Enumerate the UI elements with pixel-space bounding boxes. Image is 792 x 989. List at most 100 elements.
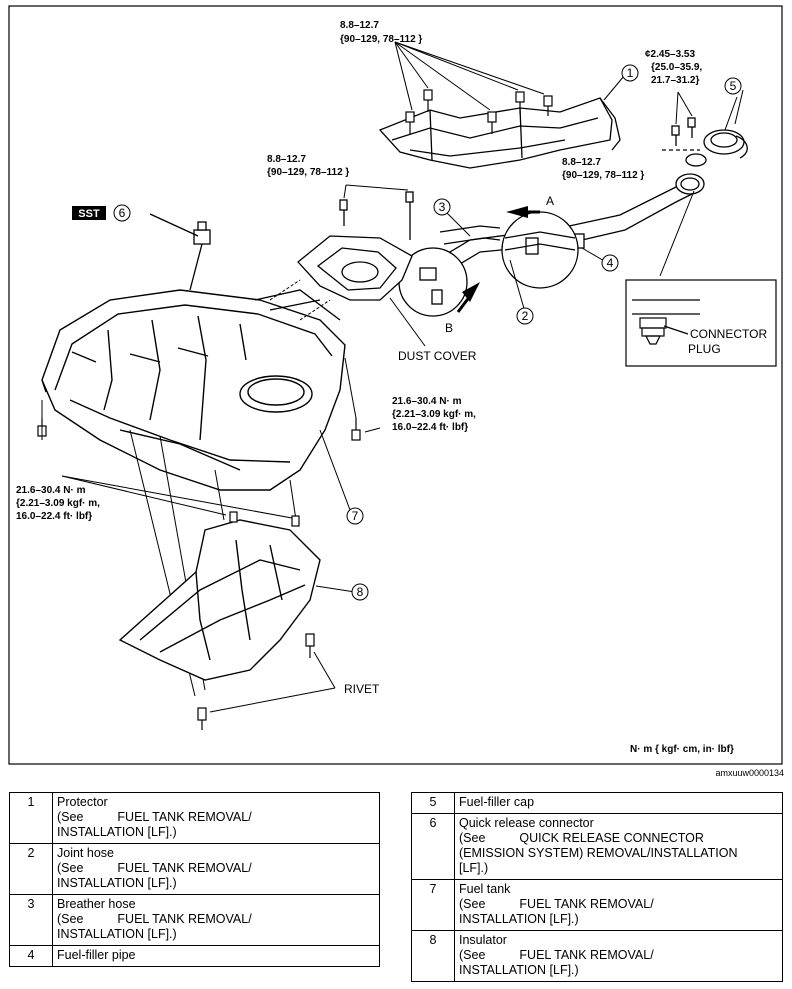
- arrow-a-label: A: [546, 194, 554, 208]
- connector-plug-line2: PLUG: [688, 342, 721, 356]
- part-name: Protector: [57, 795, 108, 809]
- torque-pipe-line1: 8.8–12.7: [562, 157, 601, 168]
- part-ref: (See QUICK RELEASE CONNECTOR: [459, 831, 778, 846]
- torque-dustcover-line1: 8.8–12.7: [267, 154, 306, 165]
- filler-cap-drawing: [662, 117, 748, 167]
- fuel-tank-drawing: [41, 289, 346, 491]
- callout-6: 6: [119, 206, 126, 220]
- units-legend: N· m { kgf· cm, in· lbf}: [630, 744, 734, 755]
- torque-pipe-line2: {90–129, 78–112 }: [562, 170, 644, 181]
- insulator-drawing: [118, 519, 321, 681]
- torque-protector-line2: {90–129, 78–112 }: [340, 34, 422, 45]
- connector-plug-line1: CONNECTOR: [690, 327, 767, 341]
- part-ref-link[interactable]: FUEL TANK REMOVAL/: [519, 948, 654, 962]
- part-ref: (See FUEL TANK REMOVAL/: [57, 861, 375, 876]
- callout-3: 3: [439, 200, 446, 214]
- part-ref-see: (See: [57, 861, 84, 875]
- part-number: 3: [9, 894, 53, 946]
- part-name: Insulator: [459, 933, 507, 947]
- part-number: 4: [9, 945, 53, 967]
- part-cell: Fuel-filler cap: [454, 792, 783, 814]
- arrow-b-label: B: [445, 321, 453, 335]
- part-ref-see: (See: [459, 897, 486, 911]
- callout-4: 4: [607, 256, 614, 270]
- torque-tank-left-line2: {2.21–3.09 kgf· m,: [16, 498, 100, 509]
- part-number: 2: [9, 843, 53, 895]
- part-cell: Breather hose (See FUEL TANK REMOVAL/ INS…: [52, 894, 380, 946]
- sst-label: SST: [78, 208, 100, 220]
- part-number: 1: [9, 792, 53, 844]
- torque-tank-left-line3: 16.0–22.4 ft· lbf}: [16, 511, 92, 522]
- protector-drawing: [378, 97, 621, 169]
- part-ref-see: (See: [459, 831, 486, 845]
- torque-cap-line2: {25.0–35.9,: [651, 62, 702, 73]
- part-ref-link[interactable]: FUEL TANK REMOVAL/: [519, 897, 654, 911]
- dust-cover-label: DUST COVER: [398, 349, 477, 363]
- table-row: 3 Breather hose (See FUEL TANK REMOVAL/ I…: [9, 894, 380, 946]
- rivet-label: RIVET: [344, 682, 380, 696]
- part-name: Quick release connector: [459, 816, 594, 830]
- part-number: 6: [411, 813, 455, 880]
- insulator-fasteners: [197, 511, 315, 730]
- part-ref-link[interactable]: FUEL TANK REMOVAL/: [117, 861, 252, 875]
- dust-cover-drawing: [297, 191, 414, 301]
- part-number: 5: [411, 792, 455, 814]
- protector-bolts: [405, 89, 553, 134]
- part-ref-line2: INSTALLATION [LF].): [57, 927, 177, 941]
- connector-inset: [625, 279, 777, 367]
- sst-tag: [72, 206, 106, 220]
- part-name: Breather hose: [57, 897, 136, 911]
- callout-1: 1: [627, 66, 634, 80]
- torque-tank-right-line1: 21.6–30.4 N· m: [392, 396, 462, 407]
- part-name: Joint hose: [57, 846, 114, 860]
- part-cell: Fuel-filler pipe: [52, 945, 380, 967]
- torque-protector-line1: 8.8–12.7: [340, 20, 379, 31]
- part-ref-line2: (EMISSION SYSTEM) REMOVAL/INSTALLATION: [459, 846, 738, 860]
- torque-cap-line3: 21.7–31.2}: [651, 75, 699, 86]
- table-row: 2 Joint hose (See FUEL TANK REMOVAL/ INST…: [9, 843, 380, 895]
- filler-pipe-drawing: [419, 173, 705, 283]
- parts-table-right: 5 Fuel-filler cap 6 Quick release connec…: [411, 792, 783, 982]
- part-ref-line3: [LF].): [459, 861, 489, 875]
- torque-dustcover-line2: {90–129, 78–112 }: [267, 167, 349, 178]
- quick-connector-drawing: [149, 213, 211, 291]
- torque-cap-line1: ¢2.45–3.53: [645, 49, 695, 60]
- callout-8: 8: [357, 585, 364, 599]
- part-ref-line2: INSTALLATION [LF].): [57, 876, 177, 890]
- callout-2: 2: [522, 309, 529, 323]
- part-ref-see: (See: [57, 912, 84, 926]
- part-ref-link[interactable]: FUEL TANK REMOVAL/: [117, 912, 252, 926]
- torque-tank-right-line3: 16.0–22.4 ft· lbf}: [392, 422, 468, 433]
- exploded-diagram: 1 2 3 4 5 6 7 8 SST 8.8–12.7 {90–129, 78…: [8, 5, 783, 765]
- callout-7: 7: [352, 509, 359, 523]
- table-row: 6 Quick release connector (See QUICK RELE…: [411, 813, 783, 880]
- part-cell: Joint hose (See FUEL TANK REMOVAL/ INSTAL…: [52, 843, 380, 895]
- part-ref: (See FUEL TANK REMOVAL/: [459, 897, 778, 912]
- part-cell: Fuel tank (See FUEL TANK REMOVAL/ INSTALL…: [454, 879, 783, 931]
- part-cell: Quick release connector (See QUICK RELEAS…: [454, 813, 783, 880]
- part-name: Fuel-filler cap: [459, 795, 535, 809]
- part-name: Fuel-filler pipe: [57, 948, 136, 962]
- part-ref-link[interactable]: FUEL TANK REMOVAL/: [117, 810, 252, 824]
- detail-circle-a: [501, 211, 579, 289]
- part-number: 8: [411, 930, 455, 982]
- part-number: 7: [411, 879, 455, 931]
- view-arrows: [456, 206, 540, 313]
- part-ref-line2: INSTALLATION [LF].): [459, 912, 579, 926]
- callout-5: 5: [730, 79, 737, 93]
- image-id: amxuuw0000134: [715, 768, 784, 778]
- part-name: Fuel tank: [459, 882, 511, 896]
- part-ref: (See FUEL TANK REMOVAL/: [57, 912, 375, 927]
- part-ref-see: (See: [57, 810, 84, 824]
- part-ref-link[interactable]: QUICK RELEASE CONNECTOR: [519, 831, 704, 845]
- part-ref-line2: INSTALLATION [LF].): [459, 963, 579, 977]
- table-row: 4 Fuel-filler pipe: [9, 945, 380, 967]
- torque-tank-left-line1: 21.6–30.4 N· m: [16, 485, 86, 496]
- table-row: 7 Fuel tank (See FUEL TANK REMOVAL/ INSTA…: [411, 879, 783, 931]
- callout-circles: [113, 64, 742, 601]
